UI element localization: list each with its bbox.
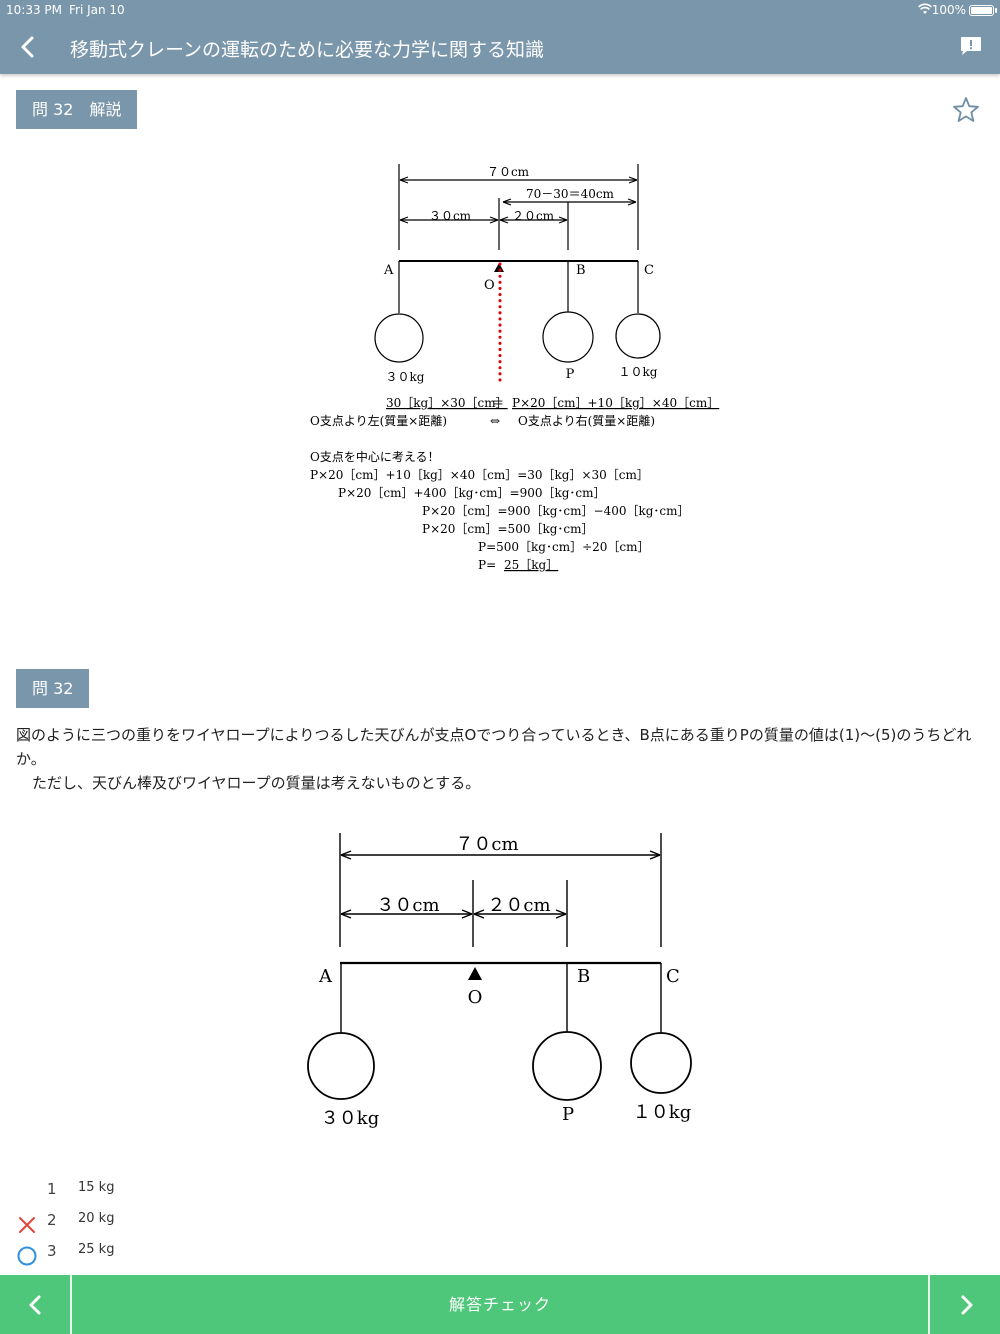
dim-mid-label: ２０cm [512,209,555,223]
choice-label: 15 kg [78,1180,115,1195]
question-note: ただし、天びん棒及びワイヤロープの質量は考えないものとする。 [32,774,481,792]
point-c-label: C [644,263,654,278]
step-line: P×20［cm］+400［kg･cm］=900［kg･cm］ [338,486,606,500]
status-bar: 10:33 PM Fri Jan 10 100% [0,0,1000,22]
weight-c-label: １０kg [619,365,658,379]
answer-choices: 1 15 kg 2 20 kg 3 25 kg [16,1176,416,1269]
choice-number: 2 [47,1211,57,1229]
dim-total-label: ７０cm [487,165,530,179]
weight-a-label: ３０kg [386,370,425,384]
favorite-button[interactable] [952,96,980,124]
chevron-left-icon [29,1295,41,1315]
equation-note-arrow: ⇔ [490,414,500,428]
point-o-label: O [484,278,495,293]
chevron-right-icon [961,1295,973,1315]
dim-right-label: 70－30＝40cm [526,187,615,201]
report-button[interactable] [960,36,982,56]
chevron-left-icon [21,36,34,58]
equation-note-right: O支点より右(質量×距離) [518,413,655,428]
explanation-figure: ７０cm 70－30＝40cm ３０cm ２０cm A B C O ３０kg P… [310,164,719,572]
explanation-tag: 問 32 解説 [16,90,138,129]
choice-3[interactable]: 3 25 kg [16,1238,416,1269]
step-line: P= [478,558,496,572]
equation-equals: ＝ [492,396,504,410]
wifi-icon [918,3,932,18]
dim-left-label: ３０cm [376,895,439,916]
choice-number: 1 [47,1180,57,1198]
wrong-mark-icon [16,1213,38,1235]
dim-total-label: ７０cm [455,834,518,855]
point-a-label: A [383,263,394,278]
equation-note-left: O支点より左(質量×距離) [310,413,447,428]
next-question-button[interactable] [928,1275,1000,1334]
bottom-toolbar: 解答チェック [0,1275,1000,1334]
navigation-bar: 移動式クレーンの運転のために必要な力学に関する知識 [0,22,1000,74]
equation-left: 30［kg］×30［cm］ [386,396,508,410]
back-button[interactable] [14,32,44,62]
report-icon [961,37,981,55]
answer-value: 25［kg］ [504,558,558,572]
point-a-label: A [318,966,333,987]
point-c-label: C [666,966,680,987]
answer-check-button[interactable]: 解答チェック [448,1295,551,1314]
choice-label: 25 kg [78,1242,115,1257]
equation-right: P×20［cm］+10［kg］×40［cm］ [512,396,719,410]
correct-mark-icon [16,1244,38,1266]
choice-1[interactable]: 1 15 kg [16,1176,416,1207]
choice-2[interactable]: 2 20 kg [16,1207,416,1238]
star-outline-icon [953,97,979,122]
choice-number: 3 [47,1242,57,1260]
battery-icon [969,5,997,16]
status-time: 10:33 PM [6,3,62,17]
battery-percentage: 100% [931,3,966,17]
point-b-label: B [576,263,586,278]
choice-label: 20 kg [78,1211,115,1226]
point-o-label: O [468,987,483,1008]
step-line: P=500［kg･cm］÷20［cm］ [478,540,650,554]
weight-b-label: P [562,1104,574,1125]
question-body: 図のように三つの重りをワイヤロープによりつるした天びんが支点Oでつり合っていると… [16,726,972,768]
step-line: P×20［cm］+10［kg］×40［cm］=30［kg］×30［cm］ [310,468,649,482]
weight-b-label: P [566,367,575,382]
explanation-heading: O支点を中心に考える！ [310,449,439,464]
page-title: 移動式クレーンの運転のために必要な力学に関する知識 [70,39,545,61]
question-tag: 問 32 [16,669,90,708]
weight-a-label: ３０kg [321,1108,379,1129]
question-figure: ７０cm ３０cm ２０cm A B C O ３０kg P １０kg [307,833,692,1129]
step-line: P×20［cm］=500［kg･cm］ [422,522,594,536]
dim-left-label: ３０cm [429,209,472,223]
dim-mid-label: ２０cm [487,895,550,916]
question-text: 図のように三つの重りをワイヤロープによりつるした天びんが支点Oでつり合っていると… [16,723,986,795]
point-b-label: B [577,966,590,987]
previous-question-button[interactable] [0,1275,72,1334]
status-date: Fri Jan 10 [69,3,125,17]
weight-c-label: １０kg [633,1102,691,1123]
step-line: P×20［cm］=900［kg･cm］−400［kg･cm］ [422,504,690,518]
